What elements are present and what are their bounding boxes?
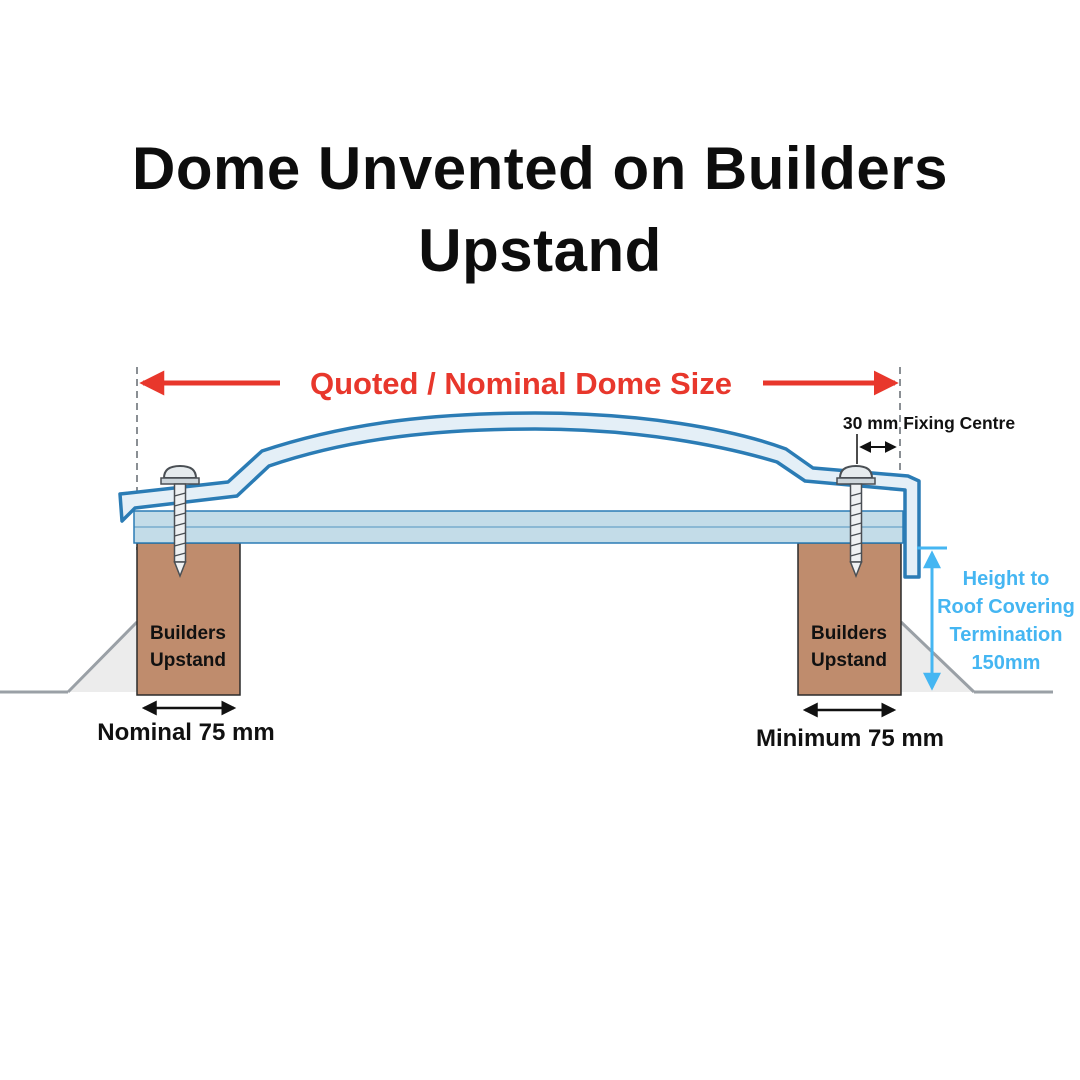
nominal-width-dimension: Nominal 75 mm: [97, 700, 275, 746]
fixing-centre-label: 30 mm Fixing Centre: [843, 413, 1015, 433]
builders-upstand-left: [136, 542, 241, 696]
dome-size-label: Quoted / Nominal Dome Size: [310, 366, 732, 401]
page-title-line2: Upstand: [418, 217, 662, 284]
dome-size-dimension: Quoted / Nominal Dome Size: [139, 366, 899, 401]
upstand-right-label-line1: Builders: [811, 623, 887, 644]
upstand-left-label: Builders Upstand: [150, 623, 226, 671]
roof-left-slope-line: [66, 620, 139, 694]
fixing-centre-dimension: 30 mm Fixing Centre: [843, 413, 1015, 464]
kerb-frame-band: [133, 510, 904, 544]
height-label-line3: Termination: [950, 624, 1063, 646]
upstand-left-label-line2: Upstand: [150, 650, 226, 671]
dome-shell: [118, 411, 921, 579]
minimum-width-label: Minimum 75 mm: [756, 725, 944, 752]
height-dimension: Height to Roof Covering Termination 150m…: [917, 546, 1075, 691]
height-label-line4: 150mm: [972, 652, 1041, 674]
roof-left: [0, 620, 139, 694]
page-title-line1: Dome Unvented on Builders: [132, 135, 948, 202]
builders-upstand-right: [797, 542, 902, 696]
minimum-width-dimension: Minimum 75 mm: [756, 702, 944, 752]
height-label-line2: Roof Covering: [937, 596, 1075, 618]
upstand-left-label-line1: Builders: [150, 623, 226, 644]
upstand-right-label: Builders Upstand: [811, 623, 887, 671]
nominal-width-label: Nominal 75 mm: [97, 719, 274, 746]
height-label-line1: Height to: [963, 568, 1050, 590]
page-title: Dome Unvented on Builders Upstand: [0, 128, 1080, 292]
upstand-right-label-line2: Upstand: [811, 650, 887, 671]
